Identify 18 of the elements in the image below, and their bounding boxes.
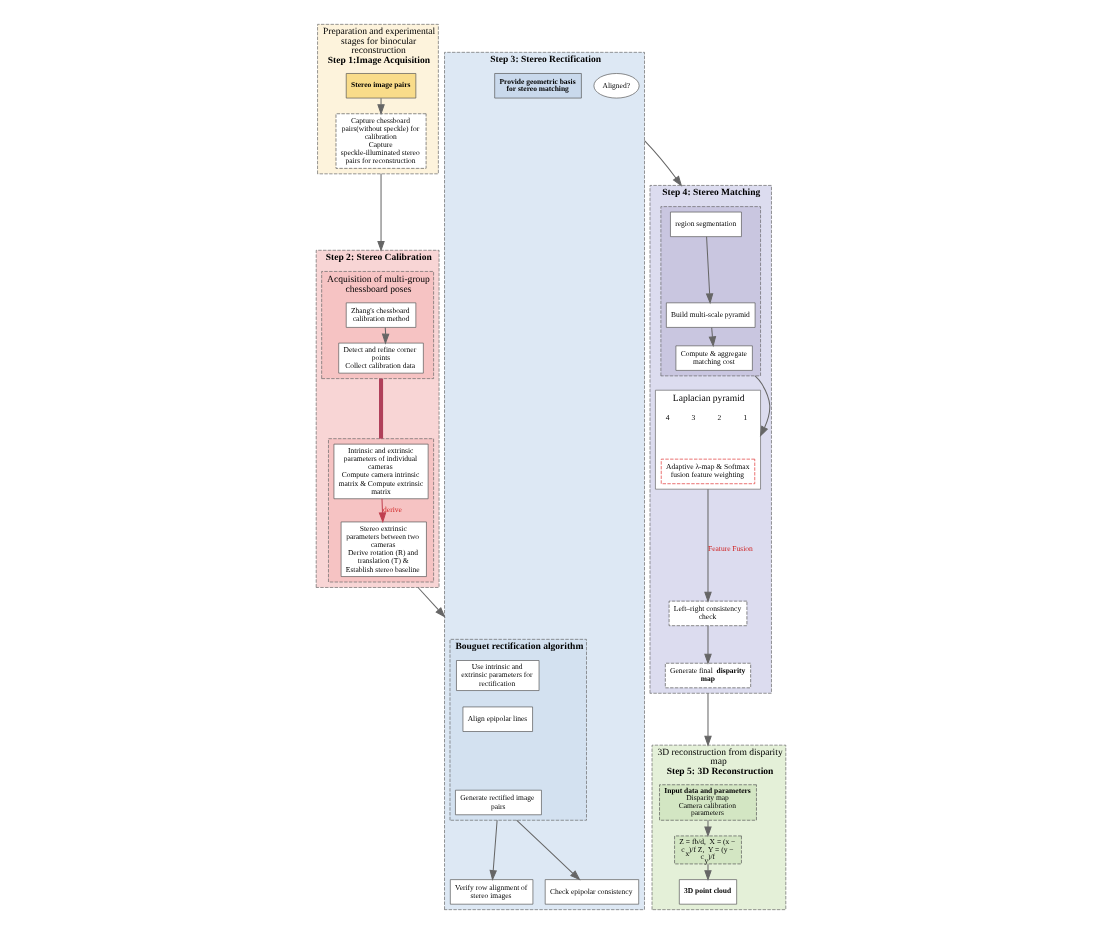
cluster — [659, 206, 760, 377]
arrow — [703, 488, 711, 603]
connector — [378, 378, 383, 439]
arrow — [515, 819, 580, 881]
arrow — [416, 586, 445, 618]
arrow — [707, 327, 716, 348]
arrow — [643, 140, 682, 187]
arrow — [703, 863, 711, 882]
arrow — [703, 625, 711, 665]
arrow — [376, 97, 384, 116]
arrow — [704, 236, 713, 305]
arrow — [377, 498, 386, 524]
arrow — [753, 375, 770, 438]
arrow — [703, 819, 711, 838]
arrow — [488, 819, 497, 882]
arrow — [703, 692, 711, 747]
cluster — [327, 438, 433, 583]
arrow — [376, 173, 384, 252]
